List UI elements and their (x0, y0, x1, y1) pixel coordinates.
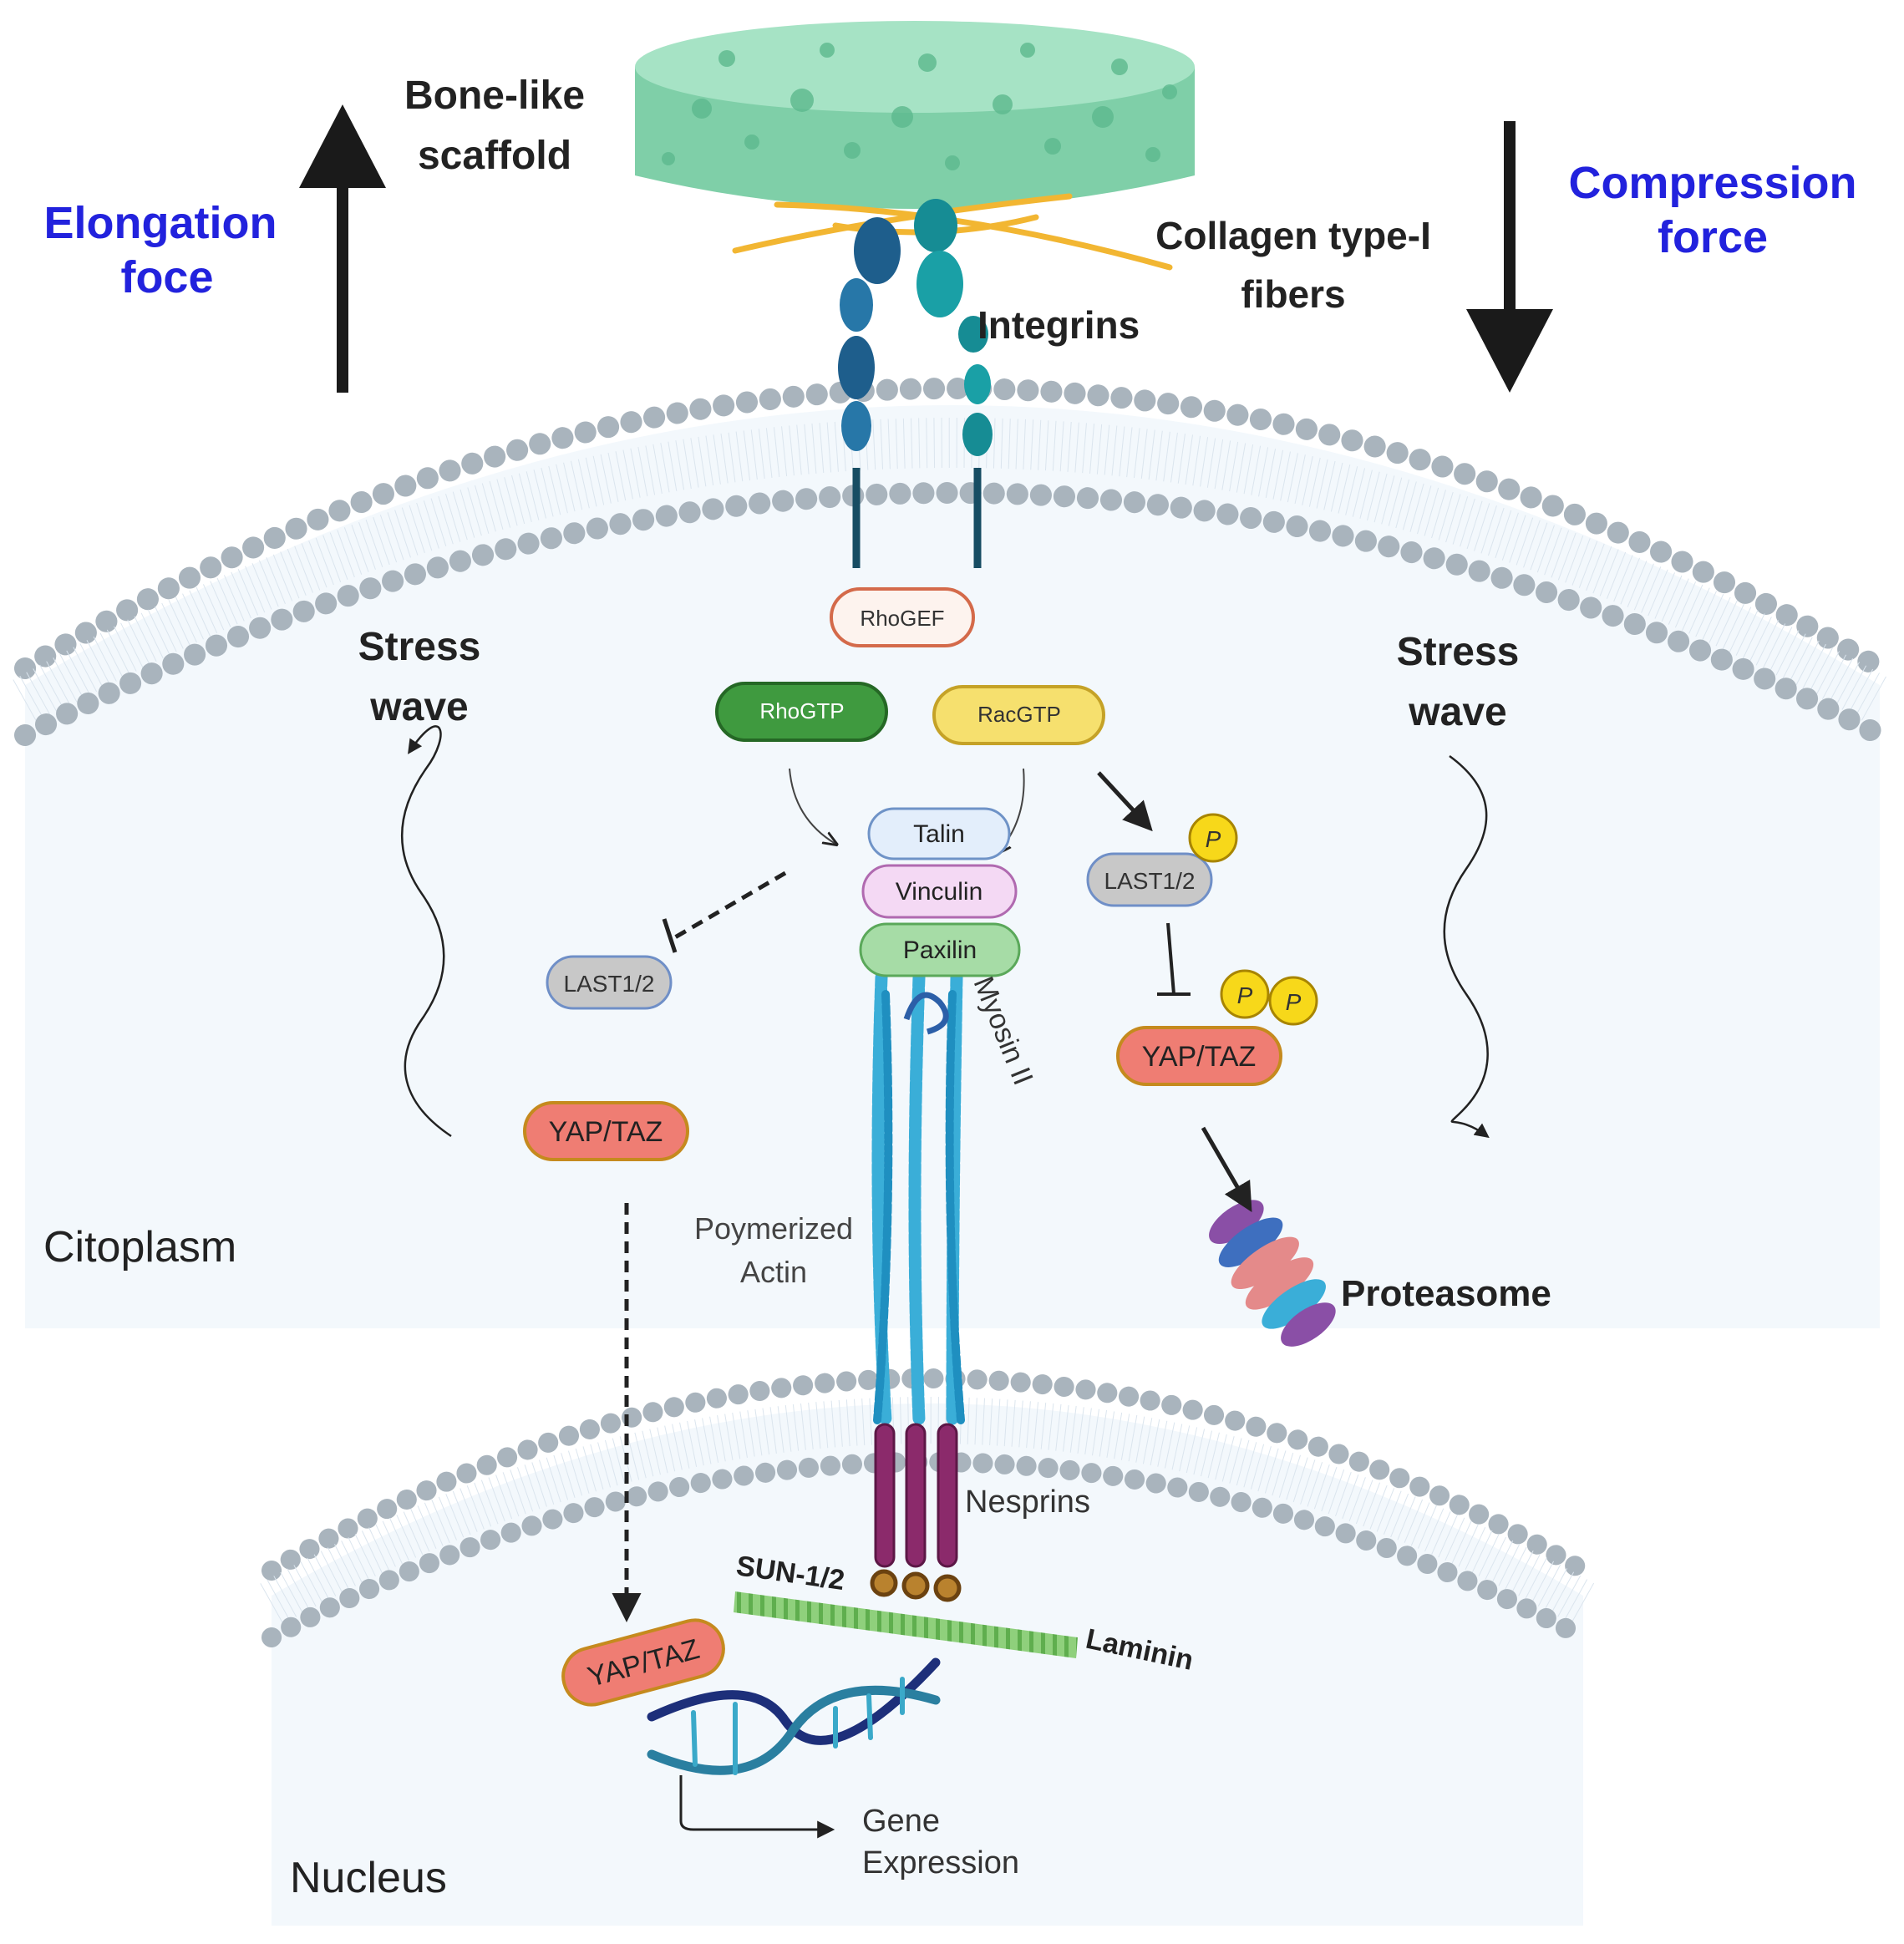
racgtp-pill: RacGTP (932, 685, 1105, 745)
bone-scaffold (635, 21, 1195, 209)
scaffold-label-2: scaffold (418, 134, 571, 178)
rhogef-pill: RhoGEF (830, 587, 975, 647)
nuclear-membrane (260, 1368, 1595, 1926)
yap-right-pill: YAP/TAZ (1116, 1026, 1282, 1086)
stress-wave-left (401, 725, 452, 1138)
stress-wave-right-label-2: wave (1408, 690, 1506, 734)
gene-expression-label-2: Expression (862, 1845, 1019, 1881)
nucleus-region (272, 1403, 1583, 1926)
svg-text:P: P (1237, 982, 1253, 1008)
proteasome-label: Proteasome (1341, 1273, 1551, 1314)
actin-label: Poymerized (694, 1211, 853, 1246)
stress-wave-right-label: Stress (1397, 630, 1520, 674)
gene-expression-arrow (679, 1775, 835, 1839)
phosphate-last: P (1188, 813, 1238, 863)
svg-text:YAP/TAZ: YAP/TAZ (549, 1116, 663, 1148)
yap-nucleus-pill: YAP/TAZ (561, 1618, 725, 1707)
polymerized-actin (871, 971, 965, 1427)
integrin-receptor (838, 199, 993, 568)
collagen-label: Collagen type-I (1155, 214, 1431, 257)
last-inhibit-yap (1166, 922, 1175, 995)
svg-text:P: P (1286, 989, 1302, 1015)
stress-wave-right (1443, 754, 1490, 1139)
svg-text:LAST1/2: LAST1/2 (1104, 868, 1196, 894)
collagen-label-2: fibers (1241, 272, 1345, 316)
nesprins-label: Nesprins (965, 1485, 1090, 1520)
stress-wave-left-label: Stress (358, 625, 481, 669)
talin-pill: Talin (867, 807, 1011, 860)
last-left-pill: LAST1/2 (546, 955, 673, 1010)
elongation-label-2: foce (120, 252, 213, 302)
nucleus-label: Nucleus (290, 1854, 447, 1902)
stress-wave-left-label-2: wave (369, 685, 468, 729)
rhogtp-to-talin-arrow (789, 768, 835, 844)
rhogtp-pill: RhoGTP (715, 682, 888, 742)
sun-proteins (870, 1569, 962, 1602)
elongation-arrow (299, 104, 386, 393)
integrins-label: Integrins (977, 303, 1140, 347)
laminin-band (734, 1591, 1078, 1658)
compression-label: Compression (1568, 158, 1856, 208)
svg-text:YAP/TAZ: YAP/TAZ (1142, 1041, 1257, 1073)
svg-text:LAST1/2: LAST1/2 (564, 971, 655, 997)
yap-to-proteasome-arrow (1201, 1126, 1252, 1213)
last-right-pill: LAST1/2 (1086, 852, 1213, 907)
svg-text:RacGTP: RacGTP (977, 702, 1061, 727)
phosphate-yap-2: P (1268, 976, 1318, 1026)
scaffold-label: Bone-like (404, 74, 585, 118)
yap-left-pill: YAP/TAZ (523, 1101, 689, 1161)
citoplasm-label: Citoplasm (43, 1223, 236, 1271)
actin-label-2: Actin (740, 1255, 807, 1289)
nesprins (874, 1423, 958, 1568)
svg-text:Vinculin: Vinculin (896, 878, 983, 906)
svg-text:RhoGEF: RhoGEF (860, 606, 944, 631)
compression-arrow (1466, 121, 1553, 393)
gene-expression-label: Gene (862, 1804, 940, 1839)
vinculin-pill: Vinculin (861, 864, 1018, 919)
svg-text:RhoGTP: RhoGTP (759, 698, 844, 723)
paxilin-inhibit-last (673, 870, 787, 940)
svg-text:P: P (1206, 826, 1221, 852)
phosphate-yap-1: P (1220, 969, 1270, 1019)
paxilin-pill: Paxilin (859, 922, 1021, 977)
myosin-ii (903, 992, 949, 1035)
svg-text:Talin: Talin (913, 820, 965, 848)
compression-label-2: force (1658, 212, 1768, 262)
dna-helix (647, 1657, 941, 1775)
elongation-label: Elongation (44, 198, 277, 248)
racgtp-to-last-arrow (1097, 771, 1153, 832)
svg-text:Paxilin: Paxilin (903, 936, 977, 964)
